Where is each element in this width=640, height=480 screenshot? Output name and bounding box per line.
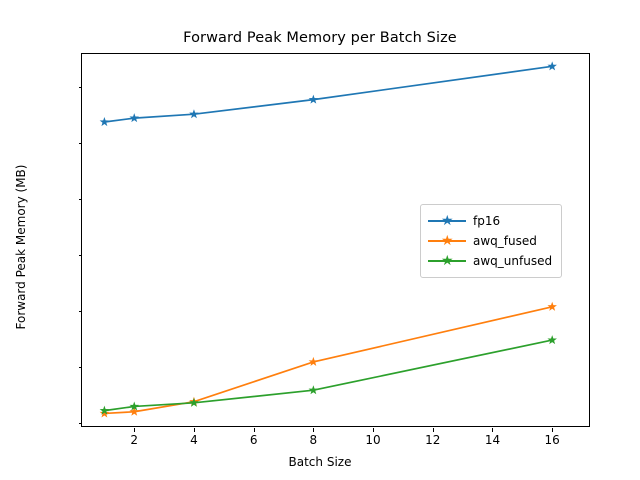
data-point-marker (547, 301, 557, 311)
x-axis-label: Batch Size (288, 455, 352, 469)
legend[interactable]: ★ fp16 ★ awq_fused ★ awq_unfused (420, 204, 563, 278)
x-tick-label: 4 (190, 433, 198, 447)
series-line (104, 339, 553, 412)
x-tick-label: 12 (425, 433, 441, 447)
data-point-marker (129, 113, 139, 123)
data-point-marker (99, 405, 110, 415)
legend-line (428, 240, 466, 242)
x-tick-mark (552, 428, 554, 432)
x-tick-mark (193, 428, 195, 432)
legend-swatch: ★ (428, 234, 466, 248)
x-tick-label: 14 (484, 433, 501, 447)
series-fp16 (99, 61, 557, 127)
x-tick-label: 8 (309, 433, 318, 447)
data-point-marker (129, 406, 139, 416)
x-tick-mark (134, 428, 136, 432)
legend-label: fp16 (473, 214, 501, 228)
data-point-marker (547, 61, 557, 71)
x-tick-mark (373, 428, 375, 432)
data-point-marker (99, 117, 110, 127)
legend-item-fp16[interactable]: ★ fp16 (428, 211, 552, 231)
series-line (104, 305, 553, 415)
legend-swatch: ★ (428, 214, 466, 228)
data-point-marker (99, 408, 110, 418)
data-point-marker (129, 401, 139, 411)
legend-label: awq_unfused (473, 254, 553, 268)
series-awq_unfused (99, 335, 557, 415)
legend-item-awq_fused[interactable]: ★ awq_fused (428, 231, 552, 251)
star-icon: ★ (441, 233, 454, 249)
legend-line (428, 220, 466, 222)
data-point-marker (308, 385, 319, 395)
series-line (104, 65, 553, 123)
legend-line (428, 260, 466, 262)
x-tick-mark (253, 428, 255, 432)
x-tick-mark (313, 428, 315, 432)
star-icon: ★ (441, 213, 454, 229)
x-tick-mark (492, 428, 494, 432)
x-tick-label: 16 (544, 433, 560, 447)
legend-swatch: ★ (428, 254, 466, 268)
star-icon: ★ (441, 253, 454, 269)
y-axis-label: Forward Peak Memory (MB) (14, 164, 28, 330)
x-tick-label: 6 (249, 433, 258, 447)
chart-title: Forward Peak Memory per Batch Size (183, 30, 457, 46)
x-tick-mark (432, 428, 434, 432)
legend-label: awq_fused (473, 234, 537, 248)
data-series-layer (99, 61, 557, 418)
series-awq_fused (99, 301, 557, 418)
data-point-marker (189, 109, 199, 119)
data-point-marker (547, 335, 557, 345)
data-point-marker (308, 356, 319, 366)
data-point-marker (189, 397, 199, 407)
x-tick-label: 10 (365, 433, 381, 447)
legend-item-awq_unfused[interactable]: ★ awq_unfused (428, 251, 552, 271)
x-tick-label: 2 (130, 433, 139, 447)
data-point-marker (308, 94, 319, 104)
